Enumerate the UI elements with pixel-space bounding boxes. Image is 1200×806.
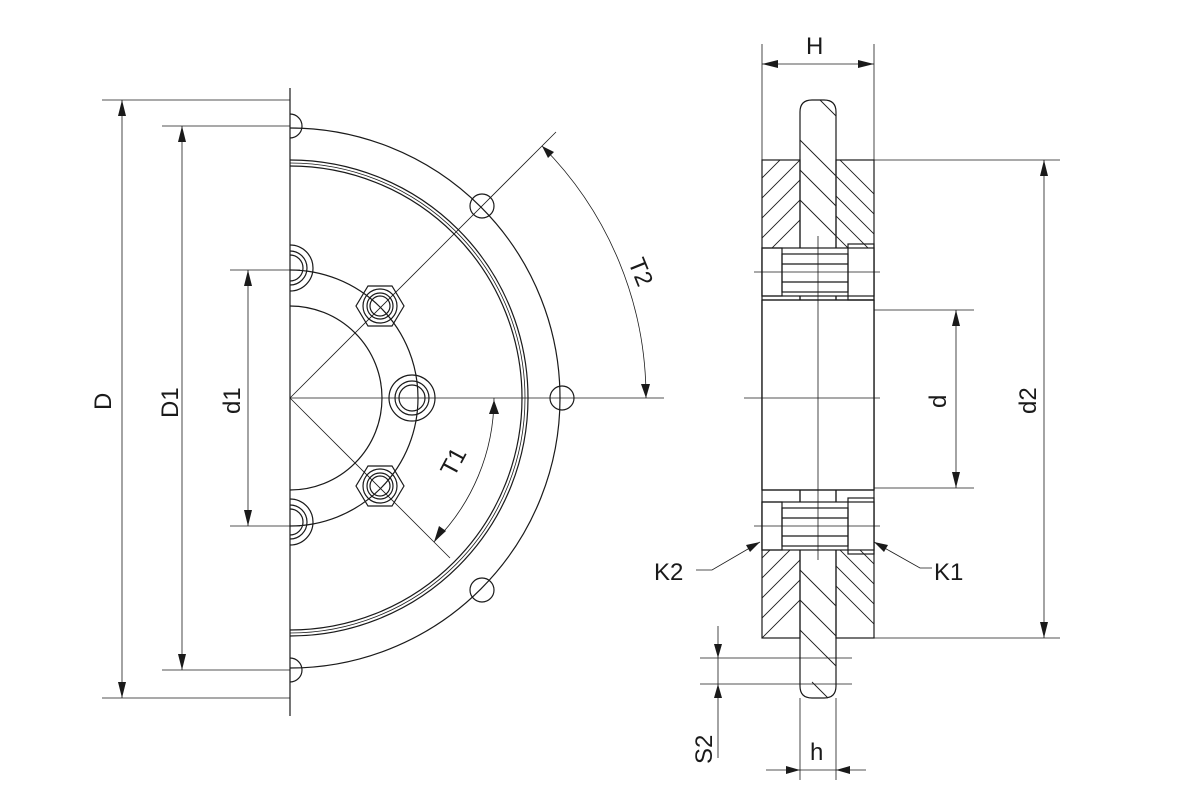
front-view: T2 T1 D D1 d1 (90, 88, 664, 716)
arrowhead (1040, 622, 1048, 638)
arrowhead (874, 542, 888, 552)
arrowhead (489, 400, 499, 414)
leader-K1 (873, 541, 932, 569)
t1-angle-arc (433, 397, 495, 543)
label-d1: d1 (219, 387, 246, 414)
arrowhead (858, 60, 874, 68)
hatch-plate (799, 99, 837, 699)
leader-K2 (696, 541, 761, 571)
arrowhead (244, 510, 252, 526)
top-fastener (754, 243, 880, 301)
bottom-fastener (754, 497, 880, 555)
label-K2: K2 (654, 559, 683, 586)
diagonal-centerline (289, 131, 557, 399)
label-S2: S2 (691, 735, 718, 764)
arrowhead (836, 766, 850, 774)
arrowhead (542, 146, 554, 158)
arrowhead (746, 542, 760, 552)
outer-bolt-hole (469, 193, 495, 219)
arrowhead (714, 644, 722, 658)
label-h: h (810, 739, 823, 766)
label-d2: d2 (1015, 387, 1042, 414)
diagonal-centerline (289, 397, 451, 559)
label-T1: T1 (435, 443, 472, 480)
arrowhead (178, 654, 186, 670)
arrowhead (244, 270, 252, 286)
side-view: H d d2 K2 K1 S2 h (654, 33, 1060, 780)
inner-screw-half (289, 498, 314, 546)
outer-bolt-hole-half (289, 113, 303, 139)
label-D1: D1 (157, 387, 184, 418)
arrowhead (952, 310, 960, 326)
arrowhead (118, 682, 126, 698)
arrowhead (714, 684, 722, 698)
outer-bolt-hole (469, 577, 495, 603)
arrowhead (762, 60, 778, 68)
hatch-left (762, 160, 800, 638)
arrowhead (641, 384, 650, 398)
hex-nut (355, 285, 405, 327)
label-H: H (806, 33, 823, 60)
hex-nut (355, 465, 405, 507)
label-D: D (90, 393, 117, 410)
arrowhead (118, 100, 126, 116)
inner-screw-half (289, 244, 314, 292)
label-d: d (925, 395, 952, 408)
t2-angle-arc (541, 145, 647, 399)
arrowhead (1040, 160, 1048, 176)
arrowhead (178, 126, 186, 142)
arrowhead (434, 526, 446, 542)
arrowhead (786, 766, 800, 774)
label-K1: K1 (934, 559, 963, 586)
center-plate (799, 99, 837, 699)
outer-bolt-hole-half (289, 657, 303, 683)
arrowhead (952, 472, 960, 488)
